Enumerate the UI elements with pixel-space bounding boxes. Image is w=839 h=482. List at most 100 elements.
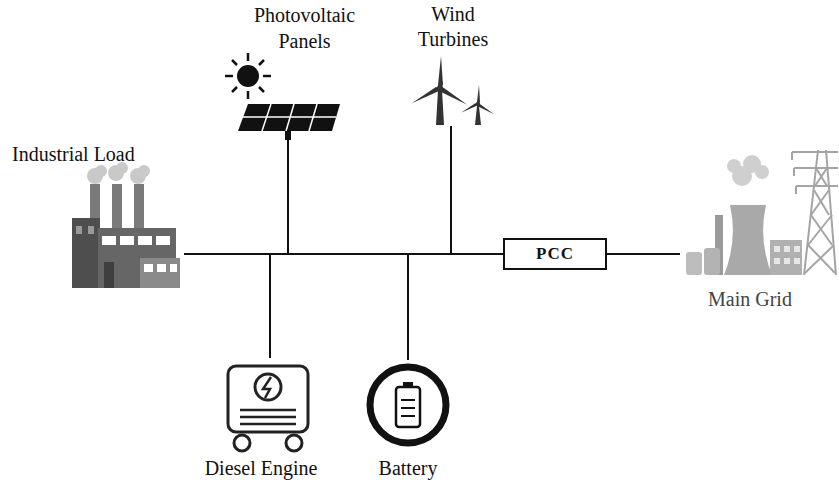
factory-icon-part (134, 184, 144, 230)
power-plant-icon-part (794, 258, 800, 264)
wind-turbine-icon-part-part (476, 102, 480, 106)
transmission-tower-icon (792, 150, 838, 275)
factory-icon-part (138, 236, 152, 245)
power-plant-icon-part (794, 246, 800, 252)
battery-icon-part (396, 387, 420, 427)
component-label: Industrial Load (12, 142, 182, 166)
power-plant-icon-part (774, 246, 780, 252)
power-plant-icon-part (770, 240, 802, 275)
factory-icon-part (120, 236, 134, 245)
component-label: Main Grid (690, 288, 810, 310)
transmission-tower-icon-part (793, 168, 795, 176)
transmission-tower-icon-part (811, 190, 829, 215)
component-node: Battery (360, 360, 456, 480)
diesel-generator-icon-part (263, 377, 271, 398)
wind-turbine-icon-part-part (437, 85, 443, 91)
power-plant-icon-part (724, 205, 772, 275)
factory-icon-part (138, 165, 150, 177)
transmission-tower-icon-part (791, 152, 793, 160)
sun-icon-part (232, 60, 237, 65)
diesel-generator-icon-part (234, 435, 250, 451)
factory-icon-part (157, 264, 166, 272)
factory-icon-part (144, 264, 153, 272)
component-label: Diesel Engine (176, 458, 346, 479)
component-node: Photovoltaic Panels (232, 2, 362, 140)
sun-icon-part (263, 75, 271, 78)
diesel-generator-icon-part (255, 374, 281, 400)
sun-icon-part (247, 53, 250, 61)
component-label: Photovoltaic Panels (247, 2, 362, 54)
bus-wire (408, 254, 503, 360)
diesel-generator-icon (228, 366, 308, 451)
wind-turbine-icon-part (475, 106, 481, 125)
pv-panel-icon-part (238, 104, 340, 131)
battery-icon-part (401, 407, 415, 409)
pv-panel-icon (238, 104, 340, 140)
transmission-tower-icon-part (795, 186, 797, 194)
factory-icon-part (72, 218, 100, 288)
power-plant-icon-part (727, 159, 741, 173)
power-plant-icon-part (686, 252, 702, 275)
wind-turbine-icon-part-part (438, 56, 443, 88)
component-node: Industrial Load (8, 140, 184, 290)
sun-icon-part (259, 60, 264, 65)
power-plant-icon-part (704, 248, 720, 275)
wind-turbine-icon-part (436, 90, 444, 125)
diesel-generator-icon-part (240, 416, 296, 419)
component-node: Wind Turbines (400, 2, 506, 126)
factory-icon-part (140, 258, 180, 288)
diesel-generator-icon-part (228, 366, 308, 432)
wind-turbine-icon-part-part (411, 85, 441, 105)
power-plant-icon (686, 155, 802, 275)
battery-icon (370, 367, 446, 443)
power-plant-icon-part (755, 165, 769, 179)
component-node: Diesel Engine (176, 358, 346, 480)
factory-icon-part (112, 184, 122, 230)
battery-icon-part (401, 399, 415, 401)
transmission-tower-icon-part (792, 151, 838, 153)
diesel-generator-icon-part (240, 409, 296, 412)
sun-icon-part (237, 65, 259, 87)
transmission-tower-icon-part (815, 168, 827, 186)
wind-turbine-icon-part (461, 85, 495, 115)
factory-icon (72, 162, 180, 288)
sun-icon-part (259, 87, 264, 92)
factory-icon-part (88, 226, 94, 234)
wind-turbine-icon (411, 56, 495, 125)
transmission-tower-icon-part (808, 215, 832, 245)
component-node: Main Grid (680, 140, 837, 312)
transmission-tower-icon-part (805, 245, 834, 273)
battery-icon-part (401, 415, 415, 417)
component-label: Battery (360, 458, 456, 479)
sun-icon (225, 53, 271, 99)
power-plant-icon-part (784, 246, 790, 252)
factory-icon-part (104, 262, 114, 288)
bus-wire (270, 254, 503, 358)
factory-icon-part (170, 264, 177, 272)
pv-panel-icon-part (243, 116, 336, 118)
bus-wire (451, 126, 607, 254)
factory-icon-part (76, 226, 82, 234)
factory-icon-part (156, 236, 170, 245)
sun-icon-part (232, 87, 237, 92)
wind-turbine-icon-part-part (439, 86, 469, 106)
factory-icon-part (102, 236, 116, 245)
bus-wire (288, 140, 503, 254)
battery-icon-part (370, 367, 446, 443)
sun-icon-part (247, 91, 250, 99)
power-plant-icon-part (774, 258, 780, 264)
diesel-generator-icon-part (240, 423, 296, 426)
wind-turbine-icon-part (411, 56, 469, 107)
factory-icon-part (95, 165, 107, 177)
pcc-label: PCC (536, 245, 574, 264)
transmission-tower-icon-part (816, 168, 827, 186)
bus-wire (607, 253, 680, 255)
pv-panel-icon-part (285, 131, 291, 140)
diesel-generator-icon-part (286, 435, 302, 451)
sun-icon-part (225, 75, 233, 78)
pcc-box: PCC (503, 238, 607, 270)
